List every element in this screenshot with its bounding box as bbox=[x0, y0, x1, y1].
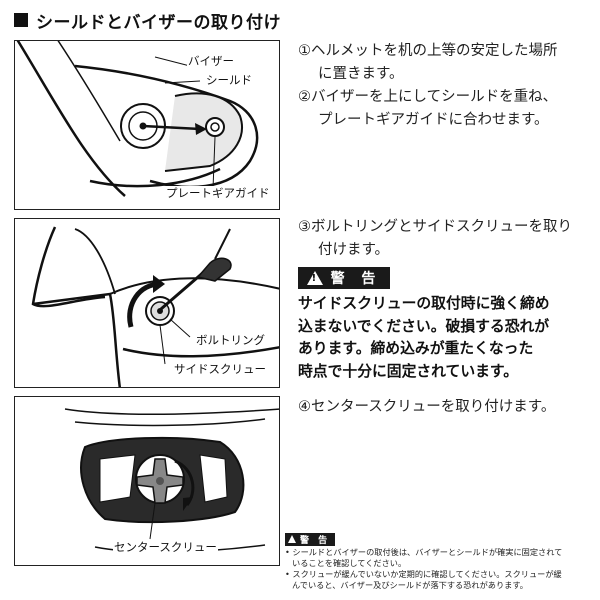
shield-label: シールド bbox=[205, 73, 253, 87]
small-warning-triangle-icon bbox=[288, 535, 296, 543]
warning-badge: ! 警 告 bbox=[298, 267, 390, 289]
small-warning-line-2: いることを確認してください。 bbox=[292, 558, 407, 568]
warning-line-4: 時点で十分に固定されています。 bbox=[298, 362, 519, 380]
section-header: シールドとバイザーの取り付け bbox=[14, 8, 281, 33]
visor-label: バイザー bbox=[187, 54, 235, 68]
square-bullet-icon bbox=[14, 13, 28, 27]
illustration-panel-3: センタースクリュー bbox=[14, 396, 280, 566]
warning-line-3: あります。締め込みが重たくなった bbox=[298, 340, 534, 357]
warning-triangle-icon: ! bbox=[306, 271, 323, 285]
small-warning-line-3: • スクリューが緩んでいないか定期的に確認してください。スクリューが緩 bbox=[285, 569, 562, 579]
small-warning-badge: 警 告 bbox=[285, 532, 336, 546]
warning-line-1: サイドスクリューの取付時に強く締め bbox=[298, 295, 550, 312]
center-screw-label: センタースクリュー bbox=[113, 540, 218, 554]
warning-text: サイドスクリューの取付時に強く締め 込まないでください。破損する恐れが あります… bbox=[298, 293, 550, 383]
step-2: ②バイザーを上にしてシールドを重ね、 プレートギアガイドに合わせます。 bbox=[298, 86, 557, 132]
plate-gear-guide-label: プレートギアガイド bbox=[165, 186, 271, 200]
bolt-ring-label: ボルトリング bbox=[195, 333, 266, 347]
warning-line-2: 込まないでください。破損する恐れが bbox=[298, 317, 550, 335]
warning-label: 警 告 bbox=[330, 271, 382, 287]
step-1-line-1: ①ヘルメットを机の上等の安定した場所 bbox=[298, 43, 558, 59]
step-1-line-2: に置きます。 bbox=[318, 66, 404, 82]
step-2-line-2: プレートギアガイドに合わせます。 bbox=[318, 112, 549, 128]
step-4: ④センタースクリューを取り付けます。 bbox=[298, 396, 555, 419]
small-warning-line-4: んでいると、バイザー及びシールドが落下する恐れがあります。 bbox=[292, 580, 528, 590]
step-1: ①ヘルメットを机の上等の安定した場所 に置きます。 bbox=[298, 40, 558, 86]
section-title: シールドとバイザーの取り付け bbox=[36, 12, 281, 33]
illustration-panel-2: ボルトリング サイドスクリュー bbox=[14, 218, 280, 388]
side-screw-illustration bbox=[31, 226, 279, 387]
small-warning-line-1: • シールドとバイザーの取付後は、バイザーとシールドが確実に固定されて bbox=[285, 547, 563, 557]
illustration-panel-1: バイザー シールド プレートギアガイド bbox=[14, 40, 280, 210]
small-warning: 警 告 • シールドとバイザーの取付後は、バイザーとシールドが確実に固定されて … bbox=[285, 528, 600, 591]
visor-shield-illustration bbox=[16, 41, 259, 197]
step-4-line-1: ④センタースクリューを取り付けます。 bbox=[298, 399, 556, 415]
center-screw-illustration bbox=[64, 408, 279, 553]
side-screw-label: サイドスクリュー bbox=[173, 362, 267, 376]
step-3-line-1: ③ボルトリングとサイドスクリューを取り bbox=[298, 219, 572, 235]
step-3-line-2: 付けます。 bbox=[318, 242, 390, 258]
small-warning-label: 警 告 bbox=[300, 535, 331, 546]
step-2-line-1: ②バイザーを上にしてシールドを重ね、 bbox=[298, 89, 558, 105]
step-3: ③ボルトリングとサイドスクリューを取り 付けます。 bbox=[298, 216, 572, 262]
